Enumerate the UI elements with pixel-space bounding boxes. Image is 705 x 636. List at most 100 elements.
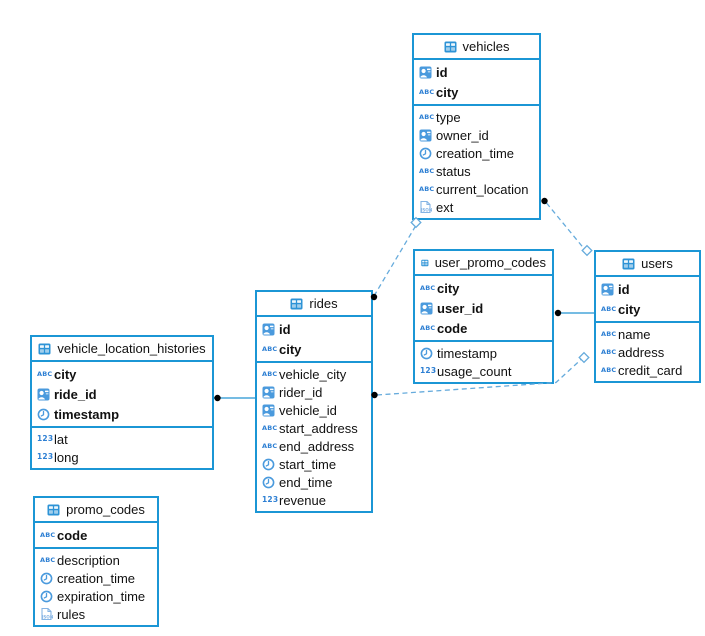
field-row-user_id[interactable]: user_id: [415, 298, 552, 318]
field-name: address: [618, 344, 665, 360]
table-header[interactable]: user_promo_codes: [415, 251, 552, 276]
json-type-icon: JSON: [420, 200, 432, 214]
field-name: status: [436, 163, 471, 179]
person-id-icon: [37, 388, 50, 400]
field-name: id: [279, 321, 291, 337]
abc-type-icon: ABC: [420, 283, 436, 292]
abc-type-icon: ABC: [419, 112, 435, 121]
field-name: ext: [436, 199, 454, 215]
abc-type-icon: ABC: [420, 323, 436, 332]
abc-type-icon: ABC: [37, 369, 53, 378]
field-row-owner_id[interactable]: owner_id: [414, 126, 539, 144]
field-row-id[interactable]: id: [596, 279, 699, 299]
clock-type-icon: [420, 347, 433, 359]
field-row-start_time[interactable]: start_time: [257, 455, 371, 473]
abc-type-icon: ABC: [40, 530, 56, 539]
person-id-icon: [262, 386, 275, 398]
field-name: code: [57, 527, 88, 543]
field-row-timestamp[interactable]: timestamp: [32, 404, 212, 424]
field-row-creation_time[interactable]: creation_time: [35, 569, 157, 587]
field-row-creation_time[interactable]: creation_time: [414, 144, 539, 162]
table-name: user_promo_codes: [434, 255, 546, 270]
field-row-expiration_time[interactable]: expiration_time: [35, 587, 157, 605]
field-name: creation_time: [57, 570, 136, 586]
field-row-ride_id[interactable]: ride_id: [32, 384, 212, 404]
clock-type-icon: [37, 408, 50, 420]
field-name: city: [618, 301, 641, 317]
table-header[interactable]: users: [596, 252, 699, 277]
field-row-id[interactable]: id: [414, 62, 539, 82]
abc-type-icon: ABC: [40, 555, 56, 564]
field-name: timestamp: [54, 406, 120, 422]
field-row-timestamp[interactable]: timestamp: [415, 344, 552, 362]
field-name: lat: [54, 431, 68, 447]
field-name: end_time: [279, 474, 333, 490]
table-header[interactable]: vehicles: [414, 35, 539, 60]
field-name: start_address: [279, 420, 358, 436]
123-type-icon: 123: [37, 452, 54, 462]
field-name: start_time: [279, 456, 337, 472]
field-name: description: [57, 552, 120, 568]
field-row-rider_id[interactable]: rider_id: [257, 383, 371, 401]
table-header[interactable]: rides: [257, 292, 371, 317]
field-name: city: [436, 84, 459, 100]
table-header[interactable]: vehicle_location_histories: [32, 337, 212, 362]
table-header[interactable]: promo_codes: [35, 498, 157, 523]
field-name: type: [436, 109, 461, 125]
field-name: credit_card: [618, 362, 683, 378]
abc-type-icon: ABC: [419, 184, 435, 193]
field-row-ext[interactable]: JSON ext: [414, 198, 539, 216]
person-id-icon: [419, 129, 432, 141]
field-row-id[interactable]: id: [257, 319, 371, 339]
table-name: promo_codes: [66, 502, 145, 517]
field-name: rider_id: [279, 384, 323, 400]
clock-type-icon: [262, 476, 275, 488]
field-name: vehicle_id: [279, 402, 337, 418]
field-row-vehicle_id[interactable]: vehicle_id: [257, 401, 371, 419]
svg-text:JSON: JSON: [41, 615, 53, 620]
json-type-icon: JSON: [41, 607, 53, 621]
person-id-icon: [262, 404, 275, 416]
field-name: current_location: [436, 181, 529, 197]
abc-type-icon: ABC: [262, 344, 278, 353]
field-name: ride_id: [54, 386, 97, 402]
field-row-end_time[interactable]: end_time: [257, 473, 371, 491]
abc-type-icon: ABC: [601, 329, 617, 338]
field-name: end_address: [279, 438, 355, 454]
